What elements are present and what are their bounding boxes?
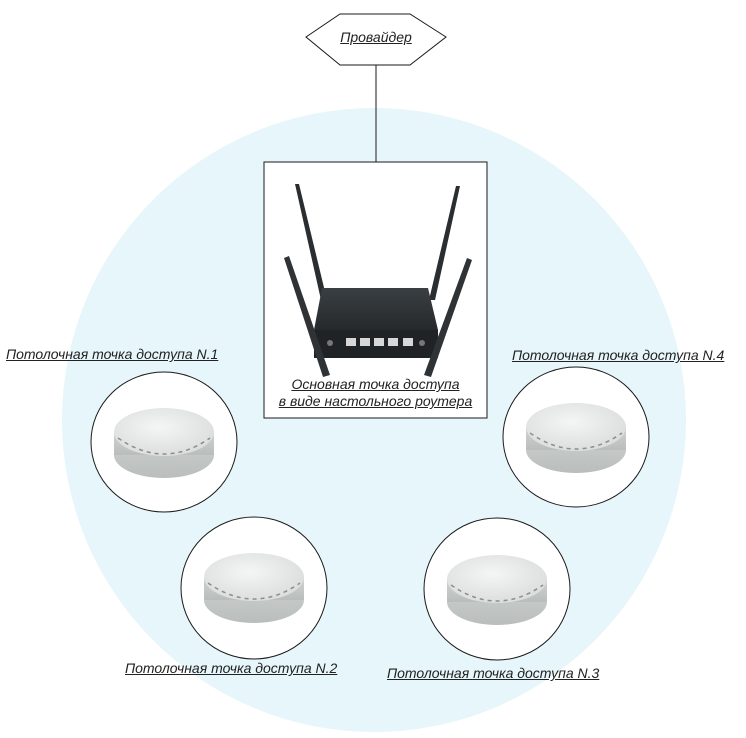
ceiling-ap-3-label: Потолочная точка доступа N.3: [387, 665, 600, 681]
ceiling-ap-4-label: Потолочная точка доступа N.4: [512, 347, 725, 363]
ceiling-ap-2: [180, 516, 328, 660]
ceiling-ap-1-label: Потолочная точка доступа N.1: [6, 346, 219, 362]
ceiling-ap-4: [502, 366, 650, 508]
provider-label: Провайдер: [340, 29, 412, 45]
ceiling-ap-1: [90, 371, 238, 513]
ceiling-ap-3: [423, 517, 571, 661]
router-icon: [284, 184, 472, 377]
ceiling-ap-2-label: Потолочная точка доступа N.2: [125, 660, 338, 676]
main-ap-label-line2: в виде настольного роутера: [278, 393, 473, 409]
provider-node: [305, 13, 447, 66]
main-ap-label-line1: Основная точка доступа: [291, 376, 460, 392]
